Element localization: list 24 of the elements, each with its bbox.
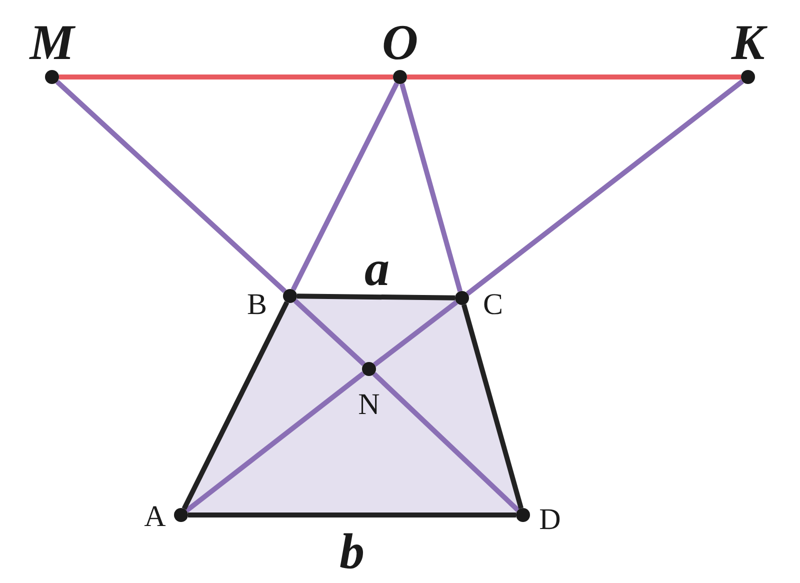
line-segment — [399, 83, 463, 292]
line-segment — [373, 300, 458, 367]
point-label: C — [482, 290, 503, 320]
point-label: M — [30, 17, 74, 67]
line-segment — [372, 372, 520, 512]
point-label: B — [246, 290, 267, 320]
point-label: O — [382, 17, 418, 67]
line-segment — [188, 512, 516, 518]
line-segment — [185, 371, 365, 513]
point-label: D — [539, 505, 561, 535]
line-segment — [182, 301, 290, 510]
line-segment — [290, 82, 400, 291]
side-length-label: a — [364, 243, 390, 293]
line-segment — [466, 79, 744, 296]
point-label: A — [144, 502, 166, 532]
line-segment — [461, 304, 524, 509]
line-segment — [296, 294, 456, 300]
side-length-label: b — [340, 526, 364, 576]
point-label: N — [358, 390, 380, 420]
line-segment — [55, 80, 287, 294]
point-label: K — [731, 17, 765, 67]
line-segment — [293, 298, 366, 366]
line-segment — [59, 74, 393, 80]
line-segment — [407, 74, 741, 80]
